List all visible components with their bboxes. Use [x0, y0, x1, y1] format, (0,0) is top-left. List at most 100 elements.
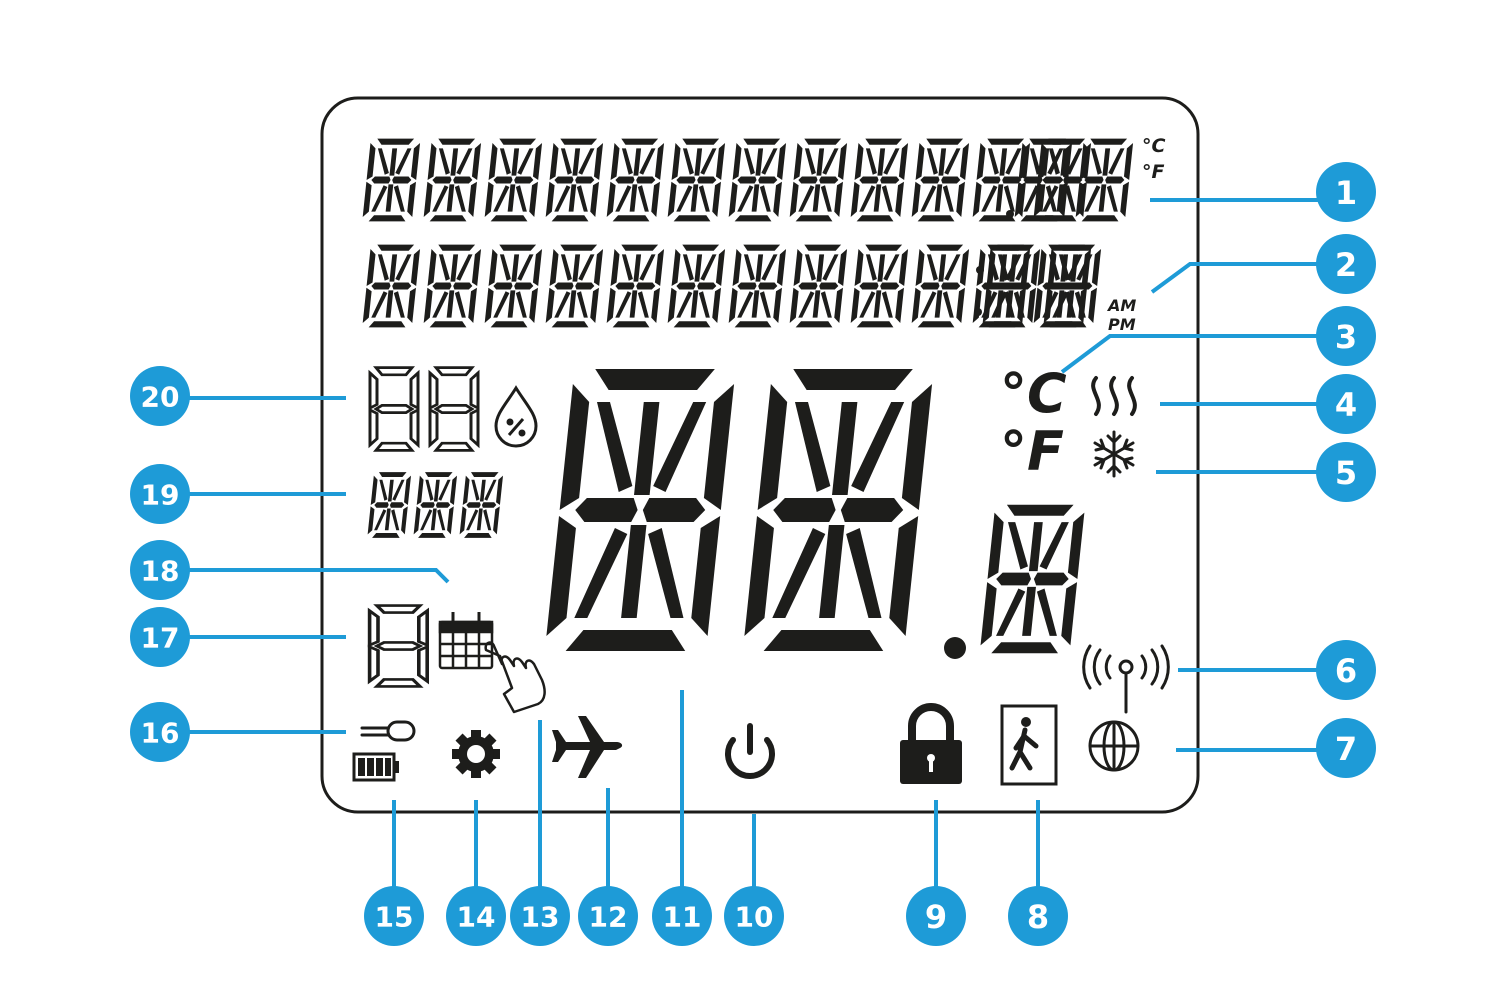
lcd-character: [606, 244, 665, 328]
lcd-frame: [320, 96, 1200, 814]
main-digit-2: [742, 369, 934, 651]
callout-19: 19: [130, 464, 190, 524]
decimal-digit-char: [979, 504, 1086, 654]
internet-icon: [1088, 720, 1140, 772]
text-row-1: [362, 138, 1134, 222]
lcd-character: [545, 138, 604, 222]
lcd-character: [667, 138, 726, 222]
callout-number: 19: [141, 479, 180, 512]
small-text-3char: [367, 472, 504, 538]
callout-number: 9: [925, 898, 947, 936]
pm-label: PM: [1108, 315, 1136, 334]
occupancy-icon: [1000, 704, 1058, 786]
callout-11: 11: [652, 886, 712, 946]
callout-circle: [130, 366, 190, 426]
lcd-character: [911, 244, 970, 328]
callout-circle: [1316, 162, 1376, 222]
lcd-character: [667, 244, 726, 328]
lcd-character: [728, 138, 787, 222]
callout-10: 10: [724, 886, 784, 946]
lcd-character: [423, 244, 482, 328]
calendar-icon: [438, 612, 494, 670]
callout-4: 4: [1316, 374, 1376, 434]
lcd-character: [367, 472, 412, 538]
gear-icon: [452, 730, 500, 778]
callout-circle: [652, 886, 712, 946]
lcd-character: [423, 138, 482, 222]
callout-number: 5: [1335, 454, 1357, 492]
callout-circle: [1316, 442, 1376, 502]
callout-number: 16: [141, 717, 180, 750]
callout-number: 13: [521, 901, 560, 934]
callout-circle: [1316, 640, 1376, 700]
callout-circle: [1316, 306, 1376, 366]
text-row-2: [362, 244, 1102, 328]
lcd-character: [606, 138, 665, 222]
lcd-character: [484, 138, 543, 222]
lcd-character: [484, 244, 543, 328]
day-digit: [367, 603, 430, 689]
cooling-icon: [1093, 430, 1135, 478]
callout-circle: [130, 540, 190, 600]
callout-number: 10: [735, 901, 774, 934]
lcd-character: [362, 244, 421, 328]
heating-icon: [1091, 376, 1137, 416]
callout-9: 9: [906, 886, 966, 946]
lcd-character: [789, 244, 848, 328]
callout-circle: [130, 607, 190, 667]
callout-3: 3: [1316, 306, 1376, 366]
main-digit-1: [544, 369, 736, 651]
callout-circle: [1316, 718, 1376, 778]
main-temperature-digits: [544, 369, 934, 651]
callout-circle: [724, 886, 784, 946]
callout-number: 15: [375, 901, 414, 934]
callout-number: 3: [1335, 318, 1357, 356]
callout-circle: [510, 886, 570, 946]
decimal-digit: [979, 504, 1086, 654]
callout-number: 11: [663, 901, 702, 934]
callout-12: 12: [578, 886, 638, 946]
lock-icon: [900, 703, 962, 784]
callout-18: 18: [130, 540, 190, 600]
callout-number: 17: [141, 622, 180, 655]
lcd-character: [850, 138, 909, 222]
callout-5: 5: [1316, 442, 1376, 502]
callout-16: 16: [130, 702, 190, 762]
callout-circle: [1316, 234, 1376, 294]
callout-7: 7: [1316, 718, 1376, 778]
lcd-character: [459, 472, 504, 538]
battery-icon: [352, 752, 399, 782]
callout-circle: [130, 464, 190, 524]
plug-icon: [360, 720, 416, 742]
main-unit-f: °F: [1000, 420, 1064, 483]
callout-17: 17: [130, 607, 190, 667]
lcd-character: [413, 472, 458, 538]
callout-2: 2: [1316, 234, 1376, 294]
callout-20: 20: [130, 366, 190, 426]
callout-number: 7: [1335, 730, 1357, 768]
lcd-character: [728, 244, 787, 328]
callout-circle: [1316, 374, 1376, 434]
callout-circle: [578, 886, 638, 946]
signal-icon: [1082, 644, 1170, 714]
am-label: AM: [1106, 296, 1136, 315]
callout-circle: [906, 886, 966, 946]
callout-circle: [1008, 886, 1068, 946]
callout-15: 15: [364, 886, 424, 946]
callout-number: 18: [141, 555, 180, 588]
callout-number: 8: [1027, 898, 1049, 936]
row2-colon-top: [976, 266, 984, 274]
lcd-character: [789, 138, 848, 222]
leader-lines: [180, 198, 1340, 900]
power-icon: [725, 723, 775, 779]
row2-colon-bottom: [974, 308, 982, 316]
row1-unit-f: °F: [1142, 161, 1165, 183]
callout-1: 1: [1316, 162, 1376, 222]
callout-number: 14: [457, 901, 496, 934]
callout-number: 2: [1335, 246, 1357, 284]
row1-unit-c: °C: [1142, 135, 1166, 157]
airplane-icon: [552, 716, 623, 778]
callout-number: 12: [589, 901, 628, 934]
